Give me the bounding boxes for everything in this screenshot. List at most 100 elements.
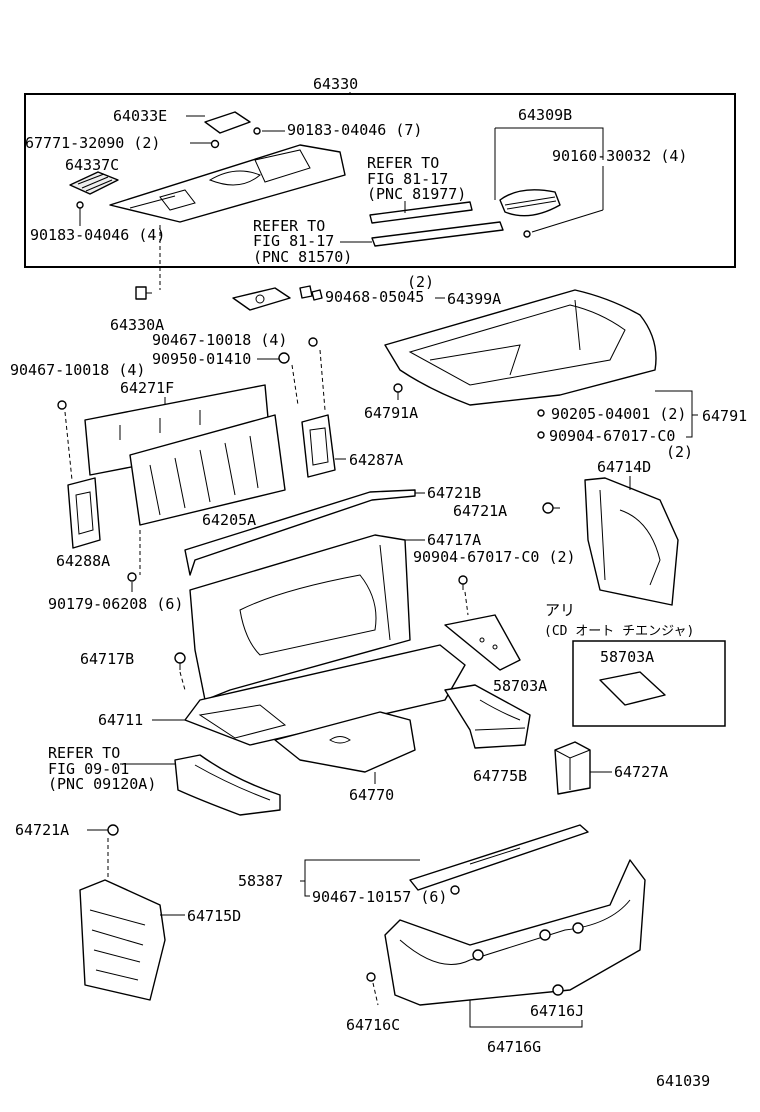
package-tray xyxy=(109,144,346,223)
label-64716J: 64716J xyxy=(530,1002,584,1020)
label-90183-7: 90183-04046 (7) xyxy=(287,121,422,139)
label-64716C: 64716C xyxy=(346,1016,400,1034)
svg-text:REFER TO: REFER TO xyxy=(367,154,439,172)
bracket-64288A xyxy=(67,477,101,549)
clip-90205 xyxy=(537,409,545,417)
weatherstrip-81570 xyxy=(371,221,504,247)
label-58387: 58387 xyxy=(238,872,283,890)
svg-text:(PNC 09120A): (PNC 09120A) xyxy=(48,775,156,793)
bracket-64399A xyxy=(232,285,323,311)
label-90950: 90950-01410 xyxy=(152,350,251,368)
label-64721B: 64721B xyxy=(427,484,481,502)
svg-text:FIG 81-17: FIG 81-17 xyxy=(253,232,334,250)
clip-90467-c xyxy=(450,885,460,895)
floor-mat-64711 xyxy=(184,644,466,746)
label-64271F: 64271F xyxy=(120,379,174,397)
side-trim-64717A xyxy=(189,534,411,701)
label-58703A-b: 58703A xyxy=(600,648,654,666)
svg-text:(PNC 81977): (PNC 81977) xyxy=(367,185,466,203)
clip-90467-a xyxy=(308,337,318,347)
label-64791A: 64791A xyxy=(364,404,418,422)
label-64770: 64770 xyxy=(349,786,394,804)
leader-64309B xyxy=(494,127,604,200)
label-64717B: 64717B xyxy=(80,650,134,668)
back-panel-64716G xyxy=(384,859,646,1006)
label-64716G: 64716G xyxy=(487,1038,541,1056)
label-64330: 64330 xyxy=(313,75,358,93)
label-90179: 90179-06208 (6) xyxy=(48,595,183,613)
mat-64770 xyxy=(274,711,416,773)
label-90205: 90205-04001 (2) xyxy=(551,405,686,423)
label-67771: 67771-32090 (2) xyxy=(25,134,160,152)
note-box xyxy=(572,640,726,727)
sill-64721B xyxy=(184,489,416,576)
label-64721A-b: 64721A xyxy=(15,821,69,839)
label-90468: 90468-05045 xyxy=(325,288,424,306)
note-line1: アリ xyxy=(545,601,575,619)
label-64791: 64791 xyxy=(702,407,747,425)
weatherstrip-81977 xyxy=(369,201,473,224)
svg-text:REFER TO: REFER TO xyxy=(253,217,325,235)
refer-09120A: REFER TO FIG 09-01 (PNC 09120A) xyxy=(48,744,156,793)
label-90160: 90160-30032 (4) xyxy=(552,147,687,165)
svg-text:FIG 09-01: FIG 09-01 xyxy=(48,760,129,778)
leader-64716G xyxy=(469,1000,583,1028)
grille-64337C xyxy=(69,171,119,195)
label-64309B: 64309B xyxy=(518,106,572,124)
label-64337C: 64337C xyxy=(65,156,119,174)
label-90467-a: 90467-10018 (4) xyxy=(152,331,287,349)
clip-90904-b xyxy=(458,575,468,590)
refer-81977: REFER TO FIG 81-17 (PNC 81977) xyxy=(367,154,466,203)
leader-58387 xyxy=(300,859,420,897)
label-90467-b: 90467-10018 (4) xyxy=(10,361,145,379)
label-64727A: 64727A xyxy=(614,763,668,781)
leader-64791 xyxy=(655,390,698,438)
plate-58387 xyxy=(409,824,589,891)
clip-90467-b xyxy=(57,400,67,410)
block-64727A xyxy=(554,741,591,795)
clip-90904-a xyxy=(537,431,545,439)
label-64033E: 64033E xyxy=(113,107,167,125)
label-90468-qty: (2) xyxy=(407,273,434,291)
dash-64716C xyxy=(372,982,379,1006)
label-90183-4: 90183-04046 (4) xyxy=(30,226,165,244)
note-line2: (CD オート チエンジャ) xyxy=(544,624,694,639)
clip-64721A-a xyxy=(542,502,554,514)
dash-90950 xyxy=(291,364,299,406)
label-90904-a-qty: (2) xyxy=(666,443,693,461)
label-64287A: 64287A xyxy=(349,451,403,469)
dash-90904-b xyxy=(464,591,469,616)
clip-64791A xyxy=(393,383,403,400)
screw-67771 xyxy=(210,139,220,149)
side-trim-64714D xyxy=(584,477,679,606)
dash-64717B xyxy=(179,671,186,691)
label-90904-a: 90904-67017-C0 xyxy=(549,427,675,445)
cover-58703A xyxy=(444,614,521,671)
clip-90183-7 xyxy=(253,127,261,135)
label-64721A-a: 64721A xyxy=(453,502,507,520)
panel-64205A xyxy=(129,414,286,526)
clip-64716C xyxy=(366,972,376,982)
label-64711: 64711 xyxy=(98,711,143,729)
label-64205A: 64205A xyxy=(202,511,256,529)
dash-90467-b xyxy=(64,411,73,481)
box-64775B xyxy=(444,684,531,749)
bracket-64287A xyxy=(301,414,336,478)
cover-64033E xyxy=(204,111,251,134)
speaker-grille-64309B xyxy=(499,189,561,217)
diagram-code: 641039 xyxy=(656,1072,710,1090)
svg-text:REFER TO: REFER TO xyxy=(48,744,120,762)
label-64399A: 64399A xyxy=(447,290,501,308)
label-64717A: 64717A xyxy=(427,531,481,549)
label-64775B: 64775B xyxy=(473,767,527,785)
leader-90160-b xyxy=(531,209,604,233)
clip-90183-4 xyxy=(76,201,84,209)
label-64714D: 64714D xyxy=(597,458,651,476)
bracket-64715D xyxy=(79,879,166,1001)
clip-64717B xyxy=(174,652,186,670)
assembly-box-64330 xyxy=(24,93,736,268)
trunk-lid-trim-64791 xyxy=(384,289,657,406)
clip-90179 xyxy=(127,572,137,582)
dash-90467-a xyxy=(319,349,326,411)
